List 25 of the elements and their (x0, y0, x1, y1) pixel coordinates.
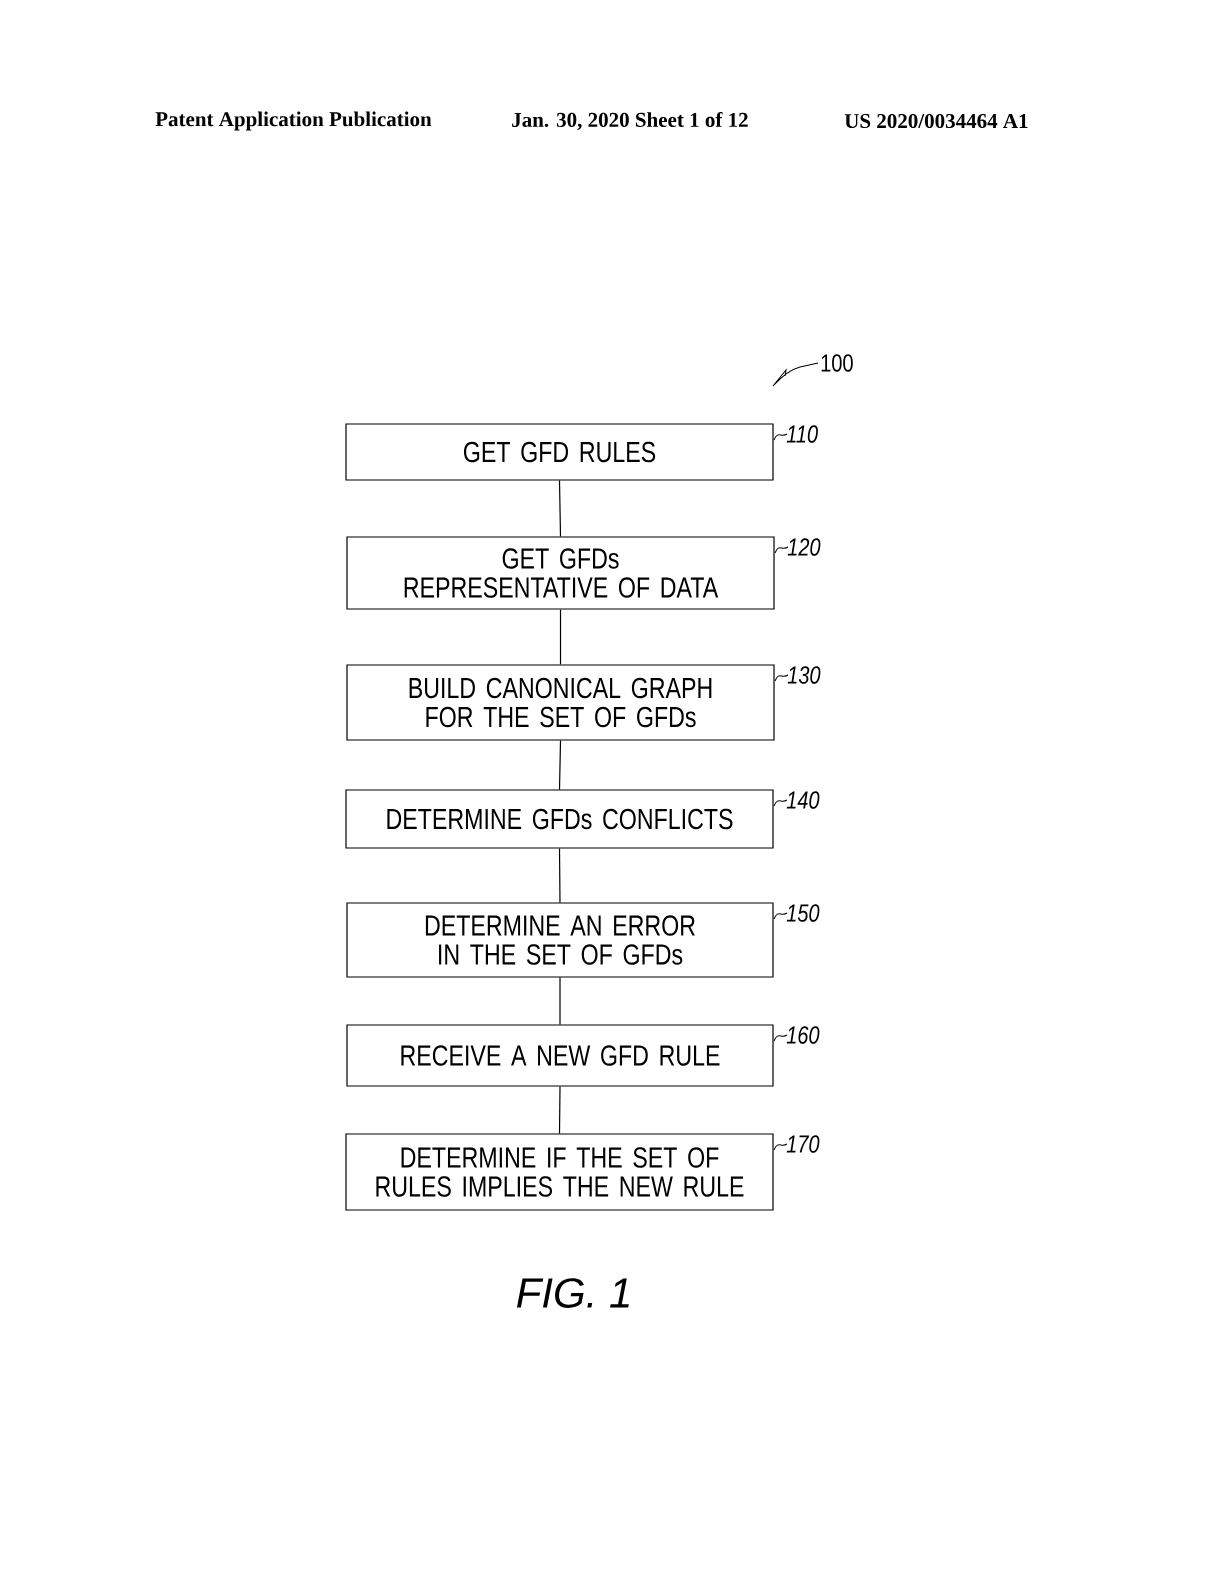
reference-numeral: 150 (786, 904, 820, 922)
reference-numeral: 160 (786, 1026, 820, 1044)
figure-caption: FIG. 1 (516, 1278, 629, 1308)
reference-numeral: 100 (821, 354, 853, 372)
connector-line (559, 609, 562, 665)
header-text: Patent Application Publication (155, 111, 432, 131)
process-box: DETERMINE GFDs CONFLICTS (345, 789, 774, 849)
connector-line (558, 1086, 561, 1134)
process-box: DETERMINE AN ERROR IN THE SET OF GFDs (346, 902, 774, 978)
process-box: DETERMINE IF THE SET OF RULES IMPLIES THE NEW RULE (345, 1133, 774, 1211)
reference-numeral: 140 (786, 791, 820, 809)
reference-numeral: 170 (786, 1135, 820, 1153)
connector-line (559, 977, 561, 1025)
process-box: RECEIVE A NEW GFD RULE (346, 1024, 774, 1087)
connector-line (558, 848, 561, 903)
connector-line (558, 480, 562, 537)
header-text: Jan. 30, 2020 Sheet 1 of 12 (512, 112, 748, 130)
header-text: US 2020/0034464 A1 (844, 113, 1028, 129)
reference-numeral: 120 (787, 538, 821, 556)
process-box: GET GFD RULES (345, 423, 774, 481)
process-box: BUILD CANONICAL GRAPH FOR THE SET OF GFDs (346, 664, 775, 741)
process-box: GET GFDs REPRESENTATIVE OF DATA (346, 536, 775, 610)
connector-line (558, 740, 562, 790)
reference-numeral: 110 (786, 425, 818, 443)
reference-numeral: 130 (787, 666, 821, 684)
